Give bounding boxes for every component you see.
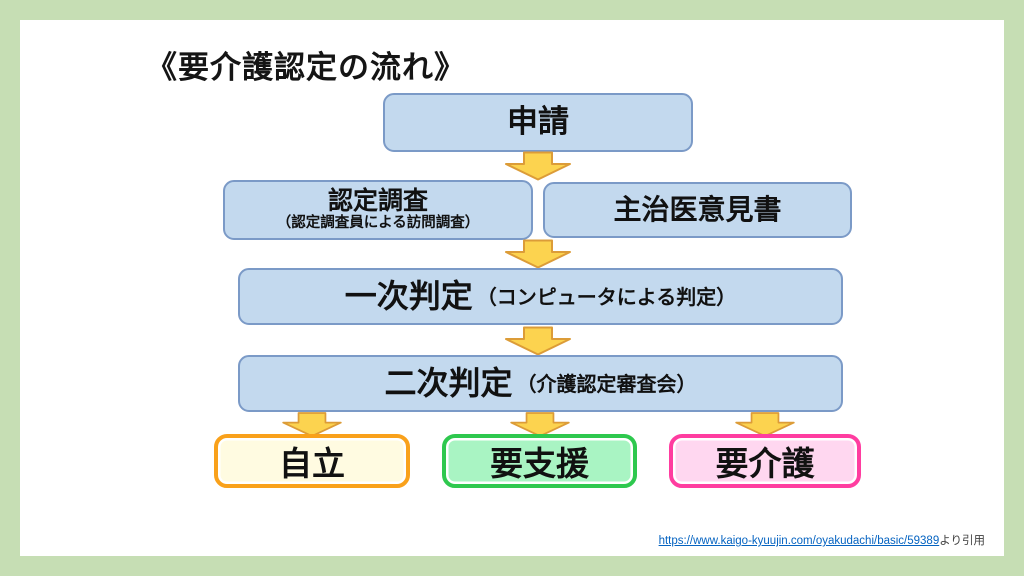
flow-box-secondary-judgment: 二次判定 （介護認定審査会） — [238, 355, 843, 412]
flow-box-survey-sublabel: （認定調査員による訪問調査） — [276, 214, 480, 231]
outcome-box-independent-label: 自立 — [279, 445, 345, 482]
flow-box-secondary-judgment-label: 二次判定 — [384, 364, 513, 401]
flow-box-secondary-judgment-sublabel: （介護認定審査会） — [516, 374, 697, 396]
outcome-box-care-needed: 要介護 — [669, 434, 861, 488]
flow-box-application-label: 申請 — [507, 104, 569, 140]
citation-link[interactable]: https://www.kaigo-kyuujin.com/oyakudachi… — [658, 535, 940, 547]
outcome-box-support-needed: 要支援 — [442, 434, 637, 488]
page-title: 《要介護認定の流れ》 — [146, 50, 466, 85]
flow-box-doctor-opinion-label: 主治医意見書 — [613, 194, 782, 226]
flow-box-primary-judgment: 一次判定 （コンピュータによる判定） — [238, 268, 843, 325]
citation: https://www.kaigo-kyuujin.com/oyakudachi… — [659, 532, 985, 548]
down-arrow-icon — [505, 326, 571, 356]
flow-box-survey-label: 認定調査 — [327, 187, 428, 216]
citation-suffix: より引用 — [939, 535, 985, 547]
down-arrow-icon — [510, 412, 570, 437]
down-arrow-icon — [505, 151, 571, 181]
flow-box-doctor-opinion: 主治医意見書 — [543, 182, 852, 238]
down-arrow-icon — [505, 239, 571, 269]
outcome-box-support-needed-label: 要支援 — [490, 445, 589, 482]
down-arrow-icon — [735, 412, 795, 437]
flow-box-survey: 認定調査 （認定調査員による訪問調査） — [223, 180, 533, 240]
flow-box-primary-judgment-sublabel: （コンピュータによる判定） — [476, 287, 737, 309]
down-arrow-icon — [282, 412, 342, 437]
flow-box-primary-judgment-label: 一次判定 — [344, 277, 473, 314]
outcome-box-care-needed-label: 要介護 — [715, 445, 815, 482]
flow-box-application: 申請 — [383, 93, 693, 152]
outcome-box-independent: 自立 — [214, 434, 410, 488]
slide-content-area: 《要介護認定の流れ》 申請 認定調査 （認定調査員による訪問調査） 主治医意見書… — [20, 20, 1004, 556]
